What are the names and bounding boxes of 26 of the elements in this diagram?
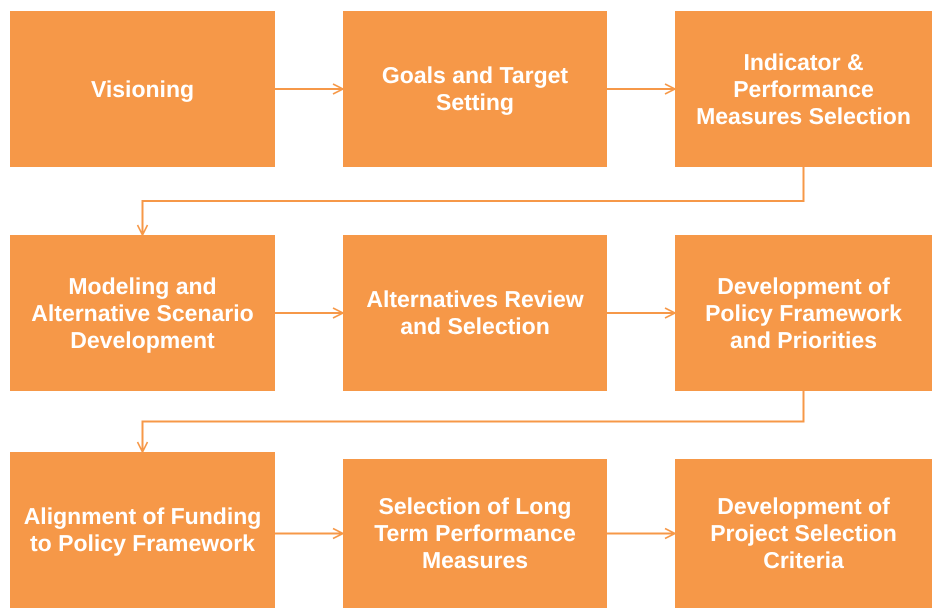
arrow <box>136 167 804 236</box>
arrow <box>607 307 676 319</box>
process-box <box>343 235 607 391</box>
arrow <box>607 83 676 95</box>
step-label: Development of Policy Framework and Priorities <box>704 272 903 354</box>
process-box <box>10 235 275 391</box>
step-label: Goals and Target Setting <box>380 62 570 116</box>
process-box <box>343 459 607 608</box>
process-box <box>675 459 932 608</box>
process-box <box>343 11 607 167</box>
process-box <box>10 452 275 608</box>
step-label: Visioning <box>90 76 194 102</box>
process-box <box>675 11 932 167</box>
step-label: Development of Project Selection Criteria <box>709 493 898 574</box>
step-label: Alternatives Review and Selection <box>365 286 585 340</box>
step-label: Indicator & Performance Measures Selection <box>695 48 912 130</box>
process-box <box>675 235 932 391</box>
arrow <box>136 391 804 453</box>
step-label: Alignment of Funding to Policy Framework <box>22 503 262 557</box>
process-box <box>10 11 275 167</box>
step-label: Modeling and Alternative Scenario Development <box>30 272 255 354</box>
arrow <box>275 528 344 540</box>
arrow <box>275 307 344 319</box>
arrow <box>275 83 344 95</box>
step-label: Selection of Long Term Performance Measures <box>373 493 577 574</box>
arrow <box>607 528 676 540</box>
